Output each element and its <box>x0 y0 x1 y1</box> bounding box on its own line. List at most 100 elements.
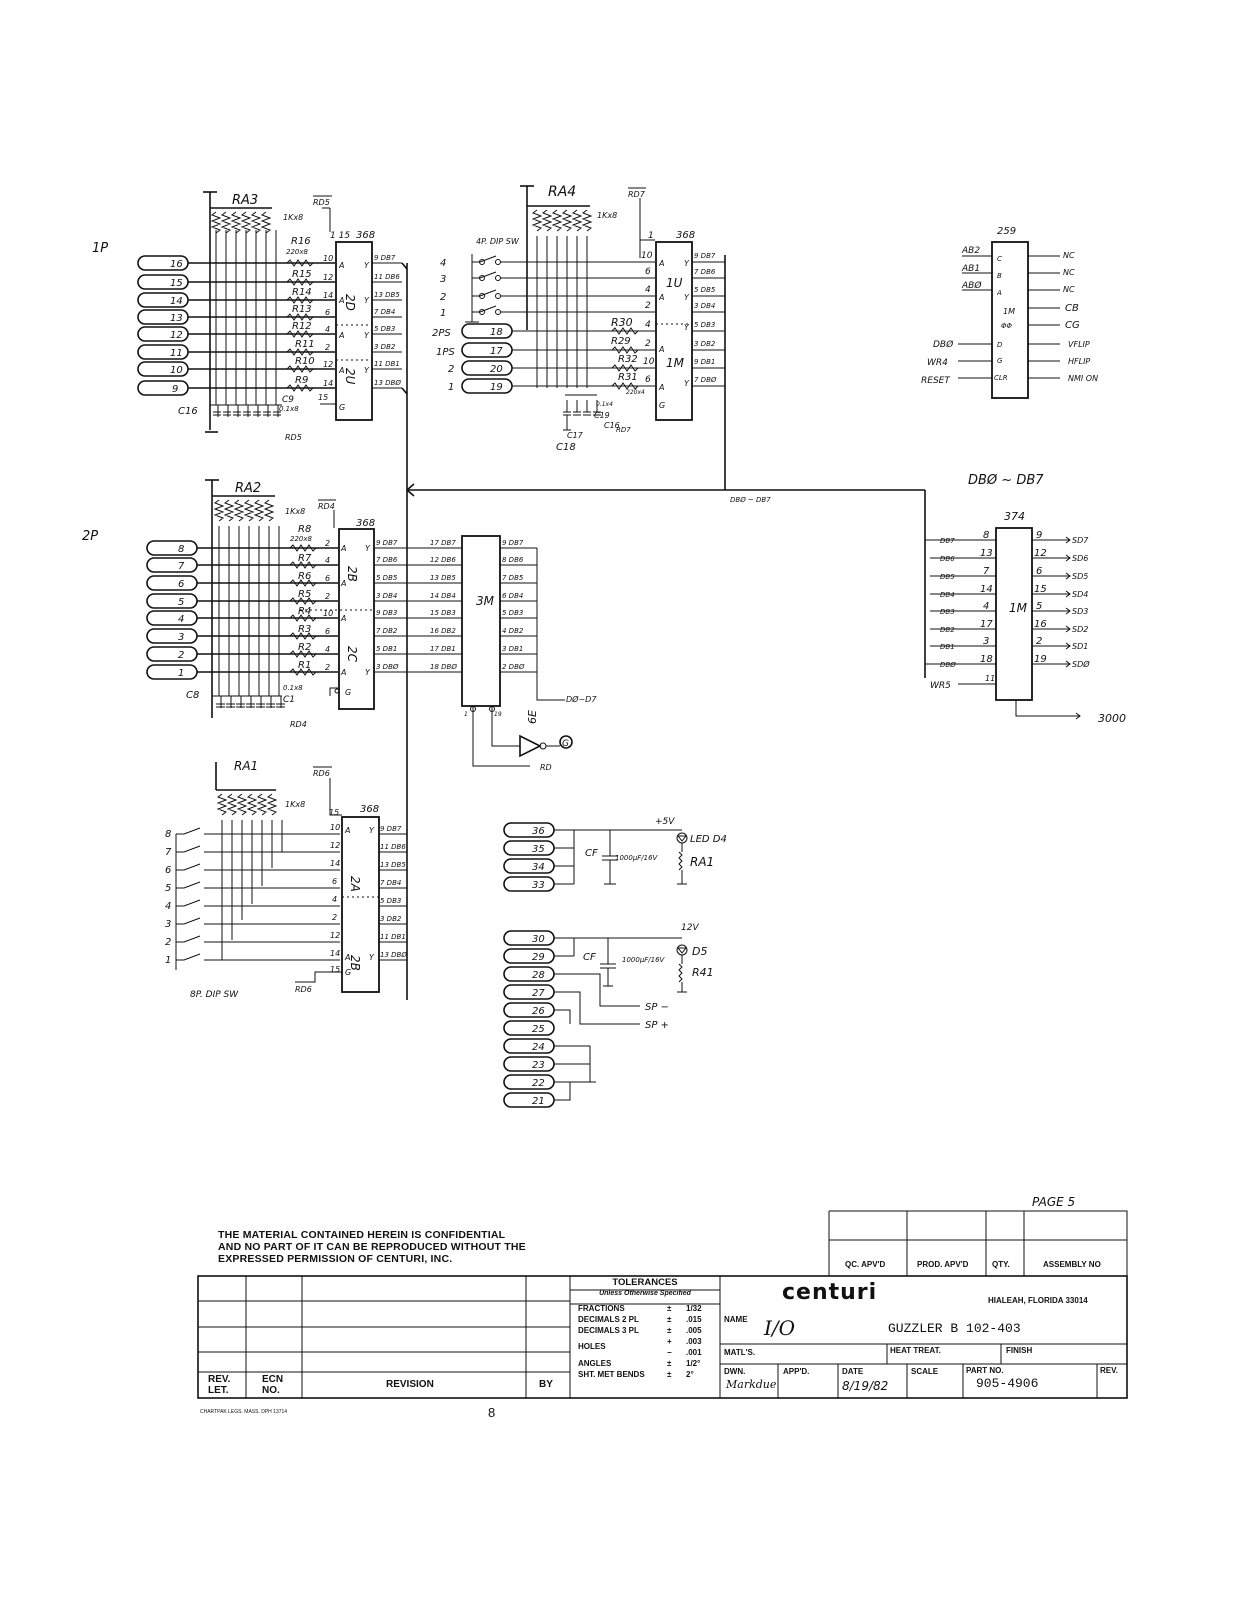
svg-text:R3: R3 <box>298 624 311 635</box>
p1-pin: 13 <box>170 313 183 324</box>
confidential-notice: THE MATERIAL CONTAINED HEREIN IS CONFIDE… <box>218 1229 526 1265</box>
svg-text:9 DB7: 9 DB7 <box>694 252 716 260</box>
resistor-value: 220x8 <box>286 248 309 256</box>
svg-text:R4: R4 <box>298 606 311 617</box>
heat-treat-label: HEAT TREAT. <box>890 1346 941 1355</box>
svg-text:4: 4 <box>165 901 171 912</box>
svg-text:DBØ: DBØ <box>933 339 954 350</box>
svg-text:2C: 2C <box>345 646 359 663</box>
svg-text:23: 23 <box>532 1060 545 1071</box>
svg-text:2: 2 <box>448 364 454 375</box>
svg-text:Y: Y <box>684 293 690 302</box>
svg-text:1: 1 <box>178 668 184 679</box>
svg-text:1: 1 <box>648 231 654 241</box>
svg-text:6: 6 <box>1036 566 1042 577</box>
resistor-pack-ra1: RA1 1Kx8 <box>215 759 305 960</box>
svg-text:A: A <box>344 826 350 835</box>
svg-text:C16: C16 <box>178 406 198 417</box>
svg-text:A: A <box>344 953 350 962</box>
ra3-label: RA3 <box>232 193 258 208</box>
svg-text:3 DBØ: 3 DBØ <box>376 663 399 671</box>
svg-text:33: 33 <box>532 880 545 891</box>
svg-text:7 DBØ: 7 DBØ <box>694 376 717 384</box>
p1-pin: 15 <box>170 278 183 289</box>
svg-text:4: 4 <box>332 895 337 904</box>
svg-text:24: 24 <box>532 1042 545 1053</box>
resistor-pack-ra4: RA4 1Kx8 <box>520 184 617 388</box>
svg-text:Y: Y <box>369 826 375 835</box>
company-location: HIALEAH, FLORIDA 33014 <box>988 1296 1088 1305</box>
svg-text:DB3: DB3 <box>940 608 955 616</box>
svg-text:19: 19 <box>1034 654 1047 665</box>
svg-text:RD5: RD5 <box>285 433 302 442</box>
product-name: GUZZLER B 102-403 <box>888 1321 1021 1336</box>
svg-text:A: A <box>658 293 664 302</box>
svg-text:4P. DIP SW: 4P. DIP SW <box>476 237 520 246</box>
svg-text:4: 4 <box>983 601 989 612</box>
resistor-label: R14 <box>292 287 312 298</box>
svg-text:2: 2 <box>178 650 184 661</box>
svg-text:4: 4 <box>325 645 330 654</box>
svg-text:368: 368 <box>356 230 375 241</box>
svg-text:1U: 1U <box>666 276 683 290</box>
svg-text:7 DB5: 7 DB5 <box>502 574 524 582</box>
chip-2b-2c: 368 RD4 2B 2C A A A A Y Y G 2 4 6 2 10 6… <box>300 499 407 710</box>
svg-text:7 DB6: 7 DB6 <box>694 268 716 276</box>
svg-text:10: 10 <box>330 823 340 832</box>
svg-text:RD4: RD4 <box>318 502 335 511</box>
svg-text:1 15: 1 15 <box>330 231 350 241</box>
resistor-pack-ra2: RA2 1Kx8 <box>205 479 305 718</box>
svg-text:R2: R2 <box>298 642 311 653</box>
svg-text:18 DBØ: 18 DBØ <box>430 663 457 671</box>
svg-text:SD1: SD1 <box>1072 642 1088 651</box>
resistor-label: R15 <box>292 269 312 280</box>
svg-text:7: 7 <box>178 561 185 572</box>
svg-text:R5: R5 <box>298 589 311 600</box>
svg-text:R41: R41 <box>692 966 714 979</box>
svg-text:RD7: RD7 <box>616 426 631 434</box>
svg-text:9 DB3: 9 DB3 <box>376 609 397 617</box>
svg-text:6: 6 <box>325 574 330 583</box>
svg-text:R31: R31 <box>618 372 638 383</box>
svg-text:3 DB4: 3 DB4 <box>376 592 397 600</box>
svg-text:Y: Y <box>364 366 370 375</box>
svg-text:2: 2 <box>325 343 330 352</box>
svg-text:8: 8 <box>178 544 184 555</box>
part-no-value: 905-4906 <box>976 1376 1039 1391</box>
svg-text:19: 19 <box>494 711 502 718</box>
svg-text:6: 6 <box>332 877 337 886</box>
svg-text:C: C <box>997 255 1002 263</box>
svg-text:4: 4 <box>325 556 330 565</box>
svg-text:A: A <box>996 289 1002 297</box>
svg-text:Y: Y <box>364 296 370 305</box>
ra4-value: 1Kx8 <box>597 211 617 220</box>
svg-text:NC: NC <box>1063 285 1075 294</box>
svg-text:6: 6 <box>325 308 330 317</box>
svg-text:DB5: DB5 <box>940 573 955 581</box>
svg-text:RD6: RD6 <box>295 985 312 994</box>
svg-text:C9: C9 <box>282 395 294 405</box>
svg-text:18: 18 <box>980 654 993 665</box>
svg-text:R1: R1 <box>298 660 311 671</box>
svg-text:22: 22 <box>532 1078 545 1089</box>
svg-text:5 DB3: 5 DB3 <box>374 325 395 333</box>
svg-text:WR4: WR4 <box>927 358 948 368</box>
svg-text:SD6: SD6 <box>1072 554 1088 563</box>
svg-text:SD3: SD3 <box>1072 607 1088 616</box>
svg-text:28: 28 <box>532 970 545 981</box>
date-label: DATE <box>842 1367 864 1376</box>
svg-text:ΦΦ: ΦΦ <box>1001 322 1013 330</box>
svg-text:17 DB1: 17 DB1 <box>430 645 456 653</box>
svg-text:1: 1 <box>448 382 454 393</box>
svg-text:13 DB5: 13 DB5 <box>374 291 400 299</box>
svg-text:2: 2 <box>1036 636 1042 647</box>
svg-text:SD5: SD5 <box>1072 572 1088 581</box>
svg-text:8 DB6: 8 DB6 <box>502 556 524 564</box>
svg-text:368: 368 <box>676 230 695 241</box>
svg-text:G: G <box>997 357 1003 365</box>
svg-text:Y: Y <box>684 379 690 388</box>
svg-text:368: 368 <box>360 804 379 815</box>
svg-text:2: 2 <box>325 663 330 672</box>
company-logo: centuri <box>782 1280 878 1305</box>
svg-text:A: A <box>658 259 664 268</box>
